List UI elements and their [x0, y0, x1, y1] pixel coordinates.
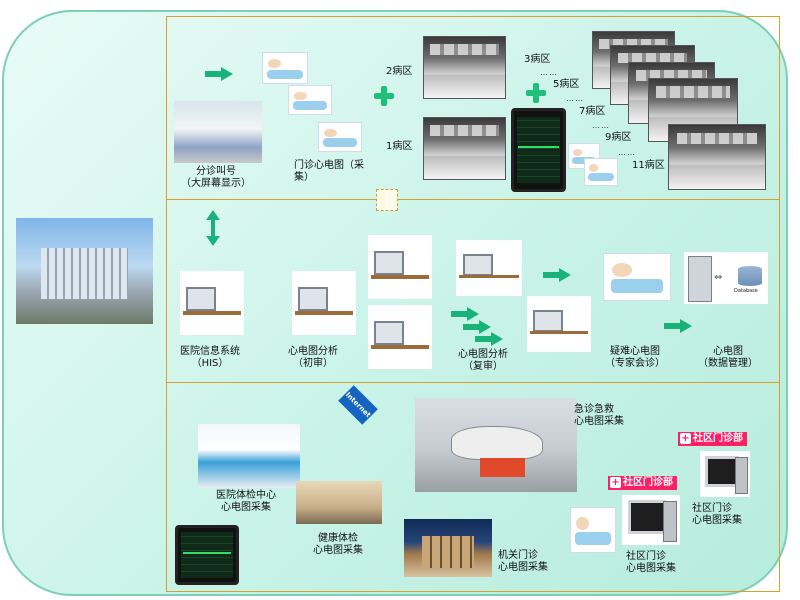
arrow-right-icon	[463, 320, 491, 334]
his-label: 医院信息系统 （HIS）	[180, 346, 240, 369]
expert-consult-image	[603, 253, 671, 301]
community-clinic-badge-2: +社区门诊部	[608, 476, 677, 490]
section-divider-1	[166, 199, 780, 200]
database-text: Database	[734, 288, 758, 294]
ecg-first-review-image	[292, 271, 356, 335]
agency-clinic-label: 机关门诊 心电图采集	[498, 550, 548, 573]
ecg-patient-image-3	[318, 122, 362, 152]
hospital-building-image	[16, 218, 153, 324]
helicopter-rescue-image	[415, 398, 577, 492]
ward-11-image	[668, 124, 766, 190]
community-clinic-label-b: 社区门诊 心电图采集	[626, 551, 676, 574]
green-cross-icon	[526, 83, 546, 103]
double-arrow-icon: ⇔	[714, 272, 723, 283]
ward-1-image	[423, 117, 506, 180]
ecg-patient-image-5	[584, 158, 618, 186]
ecg-data-management-label: 心电图 （数据管理）	[698, 346, 758, 369]
arrow-right-icon	[475, 332, 503, 346]
up-down-arrow-icon	[206, 210, 220, 246]
community-pc-image-1	[700, 451, 750, 497]
ward-11-label: 11病区	[632, 160, 665, 171]
ellipsis-1: ……	[540, 68, 558, 77]
section-divider-2	[166, 382, 780, 383]
community-ecg-patient-image	[570, 507, 616, 553]
ecg-reviewer-image-1	[456, 240, 522, 296]
triage-call-label: 分诊叫号 （大屏幕显示）	[181, 166, 251, 189]
expert-consult-label: 疑难心电图 （专家会诊）	[605, 346, 665, 369]
checkup-center-reception-image	[198, 424, 300, 488]
server-tower-icon	[688, 256, 712, 302]
ellipsis-2: ……	[566, 94, 584, 103]
ward-1-label: 1病区	[386, 141, 413, 152]
ward-2-image	[423, 36, 506, 99]
ecg-tablet-image-2	[175, 525, 239, 585]
ward-9-label: 9病区	[605, 132, 632, 143]
ecg-patient-image-1	[262, 52, 308, 84]
ward-5-label: 5病区	[553, 79, 580, 90]
content-frame	[166, 16, 780, 592]
ward-2-label: 2病区	[386, 66, 413, 77]
ward-7-label: 7病区	[579, 106, 606, 117]
network-link-icon	[376, 189, 398, 211]
ward-3-label: 3病区	[524, 54, 551, 65]
ecg-second-review-label: 心电图分析 （复审）	[458, 349, 508, 372]
community-clinic-badge-1: +社区门诊部	[678, 432, 747, 446]
database-server-image: ⇔ Database	[684, 252, 768, 304]
ecg-tablet-image	[511, 108, 566, 192]
community-clinic-label-a: 社区门诊 心电图采集	[692, 503, 742, 526]
agency-clinic-building-image	[404, 519, 492, 577]
database-icon	[738, 266, 762, 286]
green-cross-icon	[374, 86, 394, 106]
waiting-hall-image	[174, 101, 262, 163]
health-checkup-label: 健康体检 心电图采集	[313, 533, 363, 556]
arrow-right-icon	[451, 307, 479, 321]
ellipsis-3: ……	[592, 121, 610, 130]
emergency-label: 急诊急救 心电图采集	[574, 404, 624, 427]
arrow-right-icon	[664, 319, 692, 333]
hospital-checkup-center-label: 医院体检中心 心电图采集	[216, 490, 276, 513]
ecg-workstation-image-1	[368, 235, 432, 299]
ecg-workstation-image-2	[368, 305, 432, 369]
ecg-patient-image-2	[288, 85, 332, 115]
community-pc-image-2	[622, 495, 680, 545]
ecg-reviewer-image-2	[527, 296, 591, 352]
ecg-first-review-label: 心电图分析 （初审）	[288, 346, 338, 369]
his-operator-image	[180, 271, 244, 335]
arrow-right-icon	[543, 268, 571, 282]
ellipsis-4: ……	[618, 148, 636, 157]
arrow-right-icon	[205, 67, 233, 81]
outpatient-ecg-label: 门诊心电图（采 集）	[294, 160, 364, 183]
health-checkup-image	[296, 481, 382, 524]
